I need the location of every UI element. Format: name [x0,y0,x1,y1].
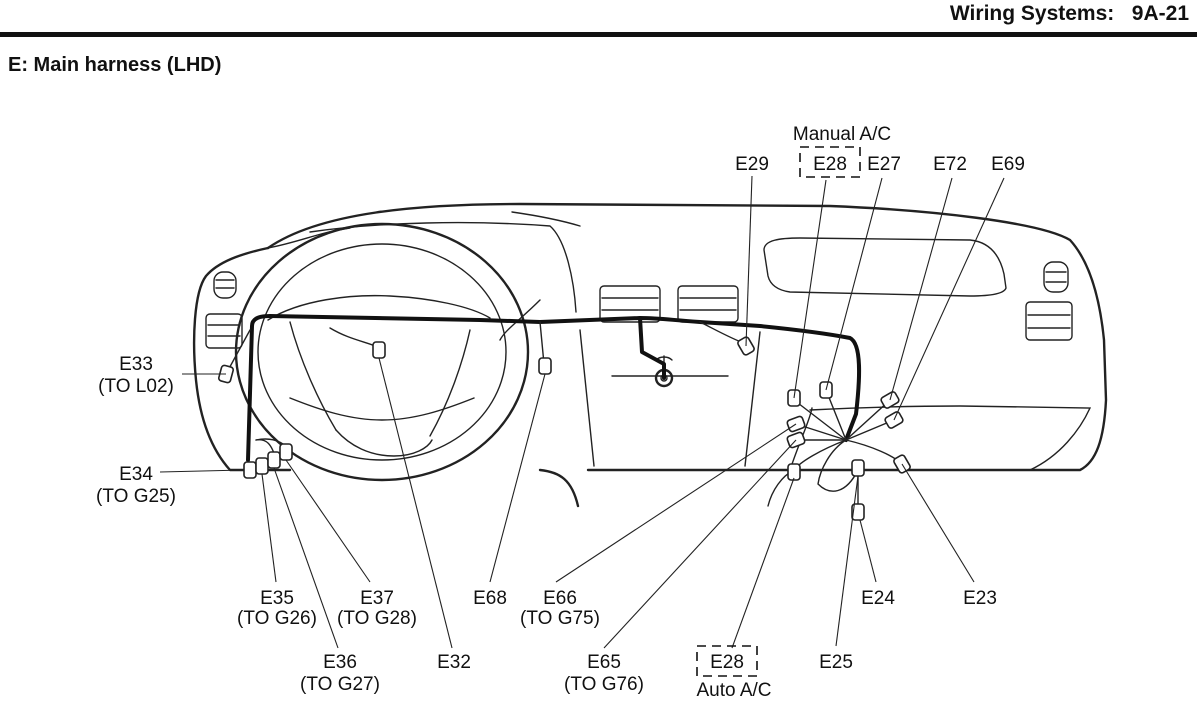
label-e72: E72 [933,154,967,175]
connector-e37 [279,443,293,461]
header-page-number: 9A-21 [1131,2,1189,25]
leader-lines [159,175,1005,649]
label-e25: E25 [819,652,853,673]
label-e66-to: (TO G75) [520,608,600,629]
connectors [218,336,911,521]
connector-e36 [267,451,281,469]
label-e35-to: (TO G26) [237,608,317,629]
connector-e28-auto [787,463,801,481]
branch-wires [255,321,903,511]
label-e28-manual: E28 [813,154,847,175]
label-e69: E69 [991,154,1025,175]
label-e23: E23 [963,588,997,609]
header-rule [0,32,1197,37]
label-manual-ac: Manual A/C [793,124,891,145]
label-e34: E34 [119,464,153,485]
label-e32: E32 [437,652,471,673]
label-e27: E27 [867,154,901,175]
labels: Manual A/C E28 E27 E29 E72 E69 E33 (TO L… [96,124,1025,701]
label-e65: E65 [587,652,621,673]
connector-e35 [255,457,269,475]
label-e35: E35 [260,588,294,609]
steering-wheel [234,222,530,482]
label-e29: E29 [735,154,769,175]
label-e68: E68 [473,588,507,609]
e28-manual-dashed-box [799,146,861,178]
label-e33: E33 [119,354,153,375]
label-e24: E24 [861,588,895,609]
connector-e68 [538,357,552,375]
label-auto-ac: Auto A/C [697,680,772,701]
main-harness-wire [225,314,862,462]
header-section: Wiring Systems: [949,2,1115,25]
section-title: E: Main harness (LHD) [8,54,222,76]
label-e36: E36 [323,652,357,673]
page-header: Wiring Systems: 9A-21 [950,2,1189,26]
label-e66: E66 [543,588,577,609]
label-e36-to: (TO G27) [300,674,380,695]
connector-e24 [851,503,865,521]
connector-e32 [372,341,386,359]
e28-auto-dashed-box [696,645,758,677]
label-e37: E37 [360,588,394,609]
connector-e25 [851,459,865,477]
label-e65-to: (TO G76) [564,674,644,695]
label-e28-auto: E28 [710,652,744,673]
connector-e34 [243,461,257,479]
label-e34-to: (TO G25) [96,486,176,507]
label-e37-to: (TO G28) [337,608,417,629]
label-e33-to: (TO L02) [98,376,174,397]
